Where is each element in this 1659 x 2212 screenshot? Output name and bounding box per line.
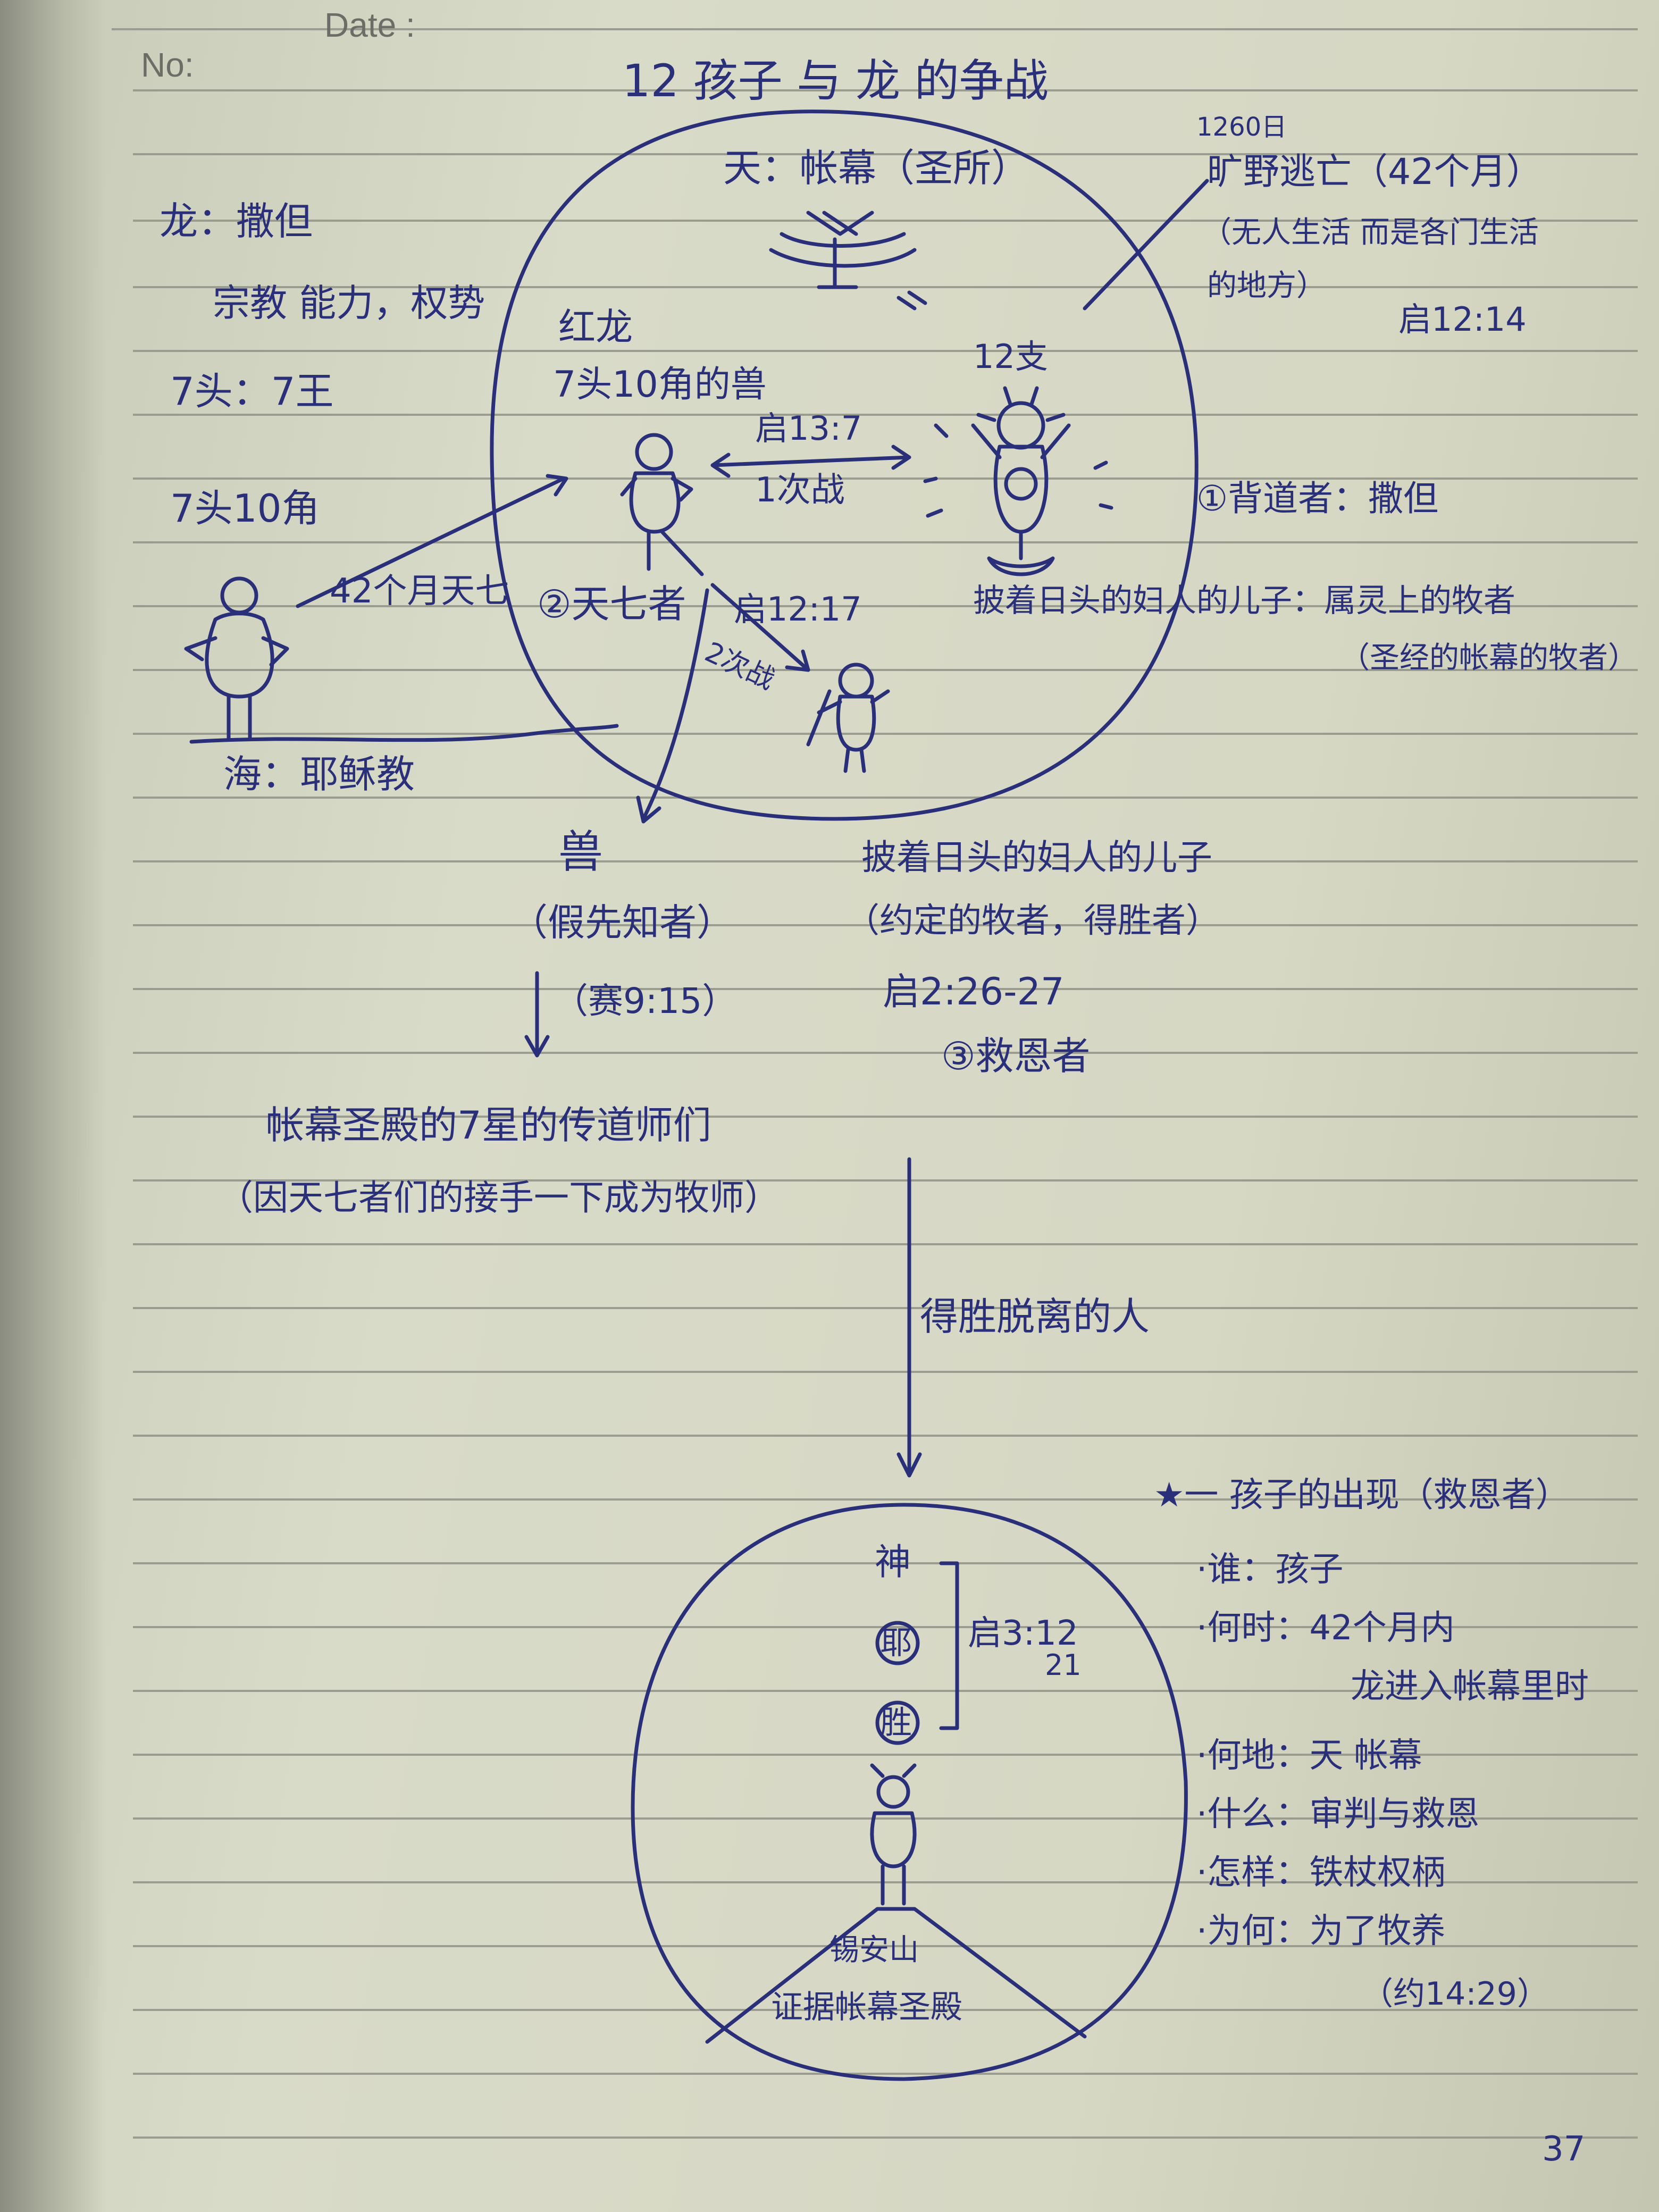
sea-line	[189, 724, 619, 744]
pointer-line	[1083, 179, 1209, 311]
names-ref-verse: 21	[1045, 1648, 1082, 1682]
red-dragon-label: 红龙	[558, 305, 633, 349]
summary-what: ·什么：审判与救恩	[1196, 1795, 1480, 1834]
zion-figure	[870, 1763, 917, 1906]
beast-title: 兽	[558, 826, 604, 878]
summary-who: ·谁：孩子	[1196, 1550, 1344, 1589]
page-number: 37	[1542, 2130, 1586, 2169]
names-bracket	[939, 1561, 959, 1730]
tabernacle-temple-label: 证据帐幕圣殿	[771, 1989, 962, 2026]
summary-how: ·怎样：铁杖权柄	[1196, 1853, 1446, 1892]
overcomers-label: 得胜脱离的人	[920, 1294, 1150, 1339]
wilderness-ref: 启12:14	[1398, 300, 1527, 339]
beast-ref: （赛9:15）	[553, 981, 738, 1021]
page-title: 12 孩子 与 龙 的争战	[622, 55, 1049, 107]
arrow-beast-down	[524, 971, 550, 1058]
red-dragon-figure	[620, 433, 704, 576]
preachers-desc: （因天七者们的接手一下成为牧师）	[218, 1177, 780, 1218]
summary-when2: 龙进入帐幕里时	[1351, 1667, 1589, 1706]
arrow-to-beast	[636, 588, 709, 824]
false-prophet-label: （假先知者）	[510, 901, 734, 944]
no-label: No:	[141, 46, 194, 84]
heaven-circle	[490, 110, 1199, 821]
arrow-killer	[710, 583, 810, 672]
preachers-label: 帐幕圣殿的7星的传道师们	[266, 1103, 711, 1147]
summary-title: ★一 孩子的出现（救恩者）	[1154, 1476, 1570, 1515]
sun-woman-figure	[923, 386, 1113, 576]
woman-son-caption2: （圣经的帐幕的牧者）	[1340, 641, 1638, 675]
tabernacle-icon	[769, 211, 917, 289]
zion-circle	[631, 1503, 1188, 2081]
page-binding-edge	[0, 0, 106, 2212]
saviour-label: ③救恩者	[941, 1034, 1091, 1078]
child-figure	[806, 663, 890, 773]
dragon-label: 龙：撒但	[160, 199, 313, 244]
months-label: 42个月天七	[330, 572, 509, 611]
battle-ref: 启13:7	[755, 409, 862, 448]
son-subtitle: （约定的牧者，得胜者）	[845, 901, 1220, 941]
son-title: 披着日头的妇人的儿子	[861, 837, 1212, 878]
battle-label: 1次战	[755, 471, 845, 510]
sea-label: 海：耶稣教	[223, 752, 415, 797]
summary-where: ·何地：天 帐幕	[1196, 1736, 1422, 1775]
summary-why: ·为何：为了牧养	[1196, 1912, 1446, 1951]
arrow-overcomers	[896, 1157, 922, 1478]
wilderness-desc: （无人生活 而是各门生活	[1202, 215, 1539, 250]
heads-horns-label: 7头10角	[170, 486, 320, 531]
son-ref: 启2:26-27	[883, 970, 1065, 1013]
summary-ref: （约14:29）	[1361, 1975, 1549, 2013]
killer-label: ②天七者	[537, 582, 686, 626]
summary-when: ·何时：42个月内	[1196, 1608, 1455, 1648]
twelve-label: 12支	[973, 337, 1048, 376]
name-god: 神	[875, 1541, 911, 1583]
wilderness-desc2: 的地方）	[1207, 269, 1326, 303]
dragon-figure	[184, 576, 289, 741]
heaven-label: 天：帐幕（圣所）	[723, 146, 1030, 190]
mountain	[705, 1907, 1087, 2044]
name-victory: 胜	[880, 1704, 912, 1741]
wilderness-label: 旷野逃亡（42个月）	[1207, 151, 1543, 193]
apostate-label: ①背道者：撒但	[1196, 478, 1439, 519]
seven-heads-label: 7头：7王	[170, 369, 334, 414]
zion-label: 锡安山	[830, 1933, 919, 1967]
killer-ref: 启12:17	[734, 590, 862, 629]
days-label: 1260日	[1196, 112, 1287, 142]
arrow-to-red-dragon	[296, 474, 568, 608]
woman-son-caption: 披着日头的妇人的儿子：属灵上的牧者	[973, 582, 1515, 619]
date-label: Date :	[324, 6, 415, 44]
name-jerusalem: 耶	[880, 1624, 912, 1662]
battle-arrow	[710, 445, 911, 478]
red-dragon-desc: 7头10角的兽	[553, 364, 767, 406]
dragon-power-label: 宗教 能力，权势	[213, 281, 485, 325]
names-ref: 启3:12	[968, 1614, 1078, 1653]
